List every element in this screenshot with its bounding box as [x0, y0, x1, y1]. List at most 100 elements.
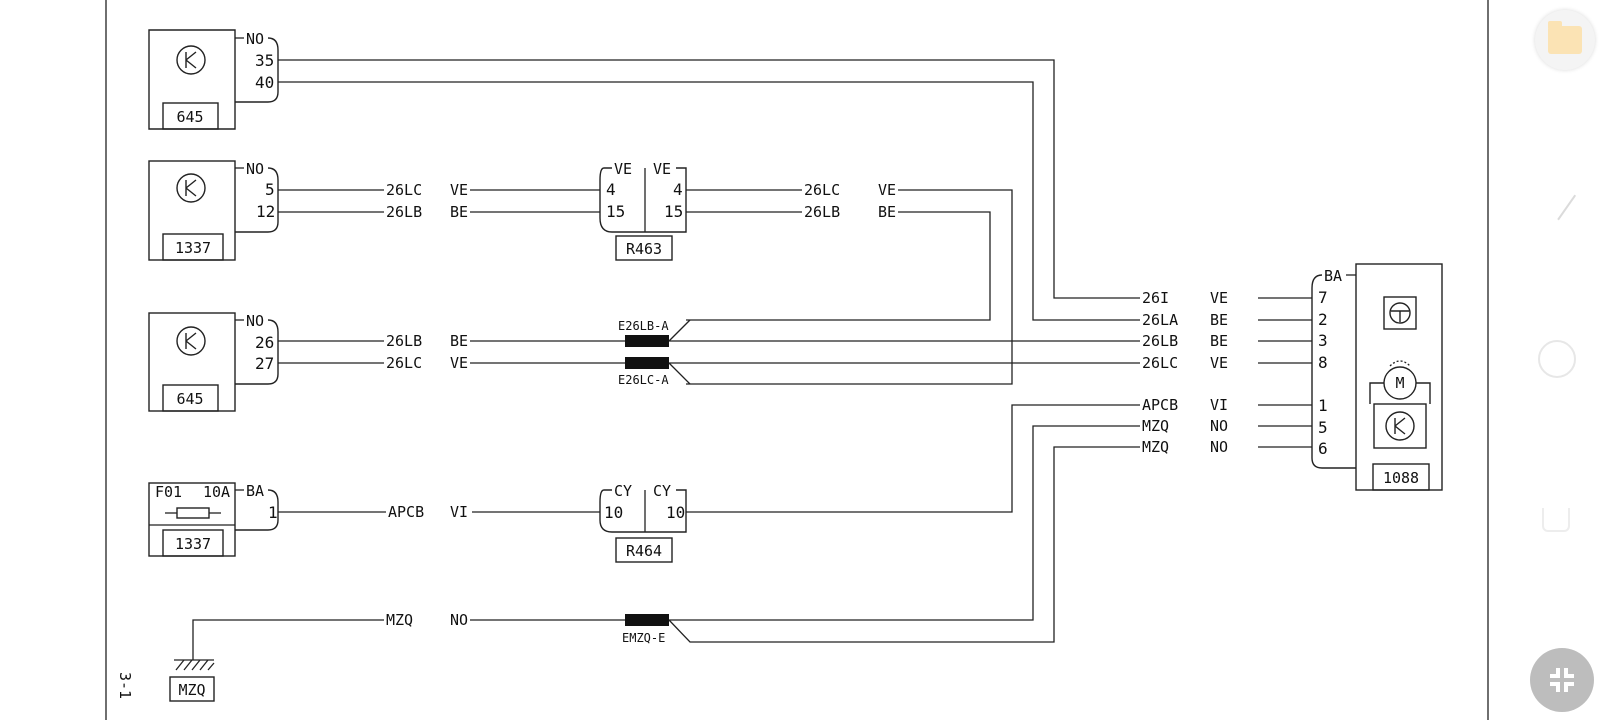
unit-pin-8: 8 — [1318, 353, 1328, 372]
r463-pr-4: 4 — [673, 180, 683, 199]
svg-text:VE: VE — [878, 181, 896, 199]
connector-c2: 1337 NO 5 12 — [148, 160, 279, 261]
svg-text:MZQ: MZQ — [386, 611, 413, 629]
r463-ref: R463 — [626, 240, 662, 258]
svg-text:BE: BE — [450, 203, 468, 221]
label-w-apcb-a: APCB VI — [386, 503, 472, 521]
svg-text:26LC: 26LC — [804, 181, 840, 199]
svg-text:VI: VI — [450, 503, 468, 521]
collapse-button[interactable] — [1530, 648, 1594, 712]
wire-c1-35 — [278, 59, 1312, 299]
svg-text:NO: NO — [450, 611, 468, 629]
folder-icon — [1548, 21, 1582, 54]
r464-right-color: CY — [653, 482, 671, 500]
svg-text:MZQ: MZQ — [1142, 438, 1169, 456]
svg-text:VE: VE — [1210, 354, 1228, 372]
unit-pin-6: 6 — [1318, 439, 1328, 458]
splice-label-e26lb-a: E26LB-A — [618, 319, 669, 333]
check-icon[interactable] — [1540, 185, 1570, 215]
motor-label: M — [1395, 374, 1404, 392]
c1-ref: 645 — [176, 108, 203, 126]
svg-text:MZQ: MZQ — [1142, 417, 1169, 435]
svg-text:APCB: APCB — [388, 503, 424, 521]
label-w26lc-a: 26LC VE — [384, 181, 470, 199]
svg-text:26LA: 26LA — [1142, 311, 1178, 329]
ground-symbol: MZQ — [169, 659, 215, 702]
c4-rating: 10A — [203, 483, 230, 501]
svg-text:BE: BE — [1210, 332, 1228, 350]
unit-wire-labels: 26I VE 26LA BE 26LB BE 26LC VE APCB VI M… — [1140, 289, 1258, 456]
c1-pin-35: 35 — [255, 51, 274, 70]
ground-ref: MZQ — [178, 681, 205, 699]
c4-head: BA — [246, 482, 264, 500]
c3-pin-26: 26 — [255, 333, 274, 352]
connector-r463: VE VE 4 15 4 15 R463 — [599, 160, 687, 261]
unit-pin-7: 7 — [1318, 288, 1328, 307]
svg-text:NO: NO — [1210, 438, 1228, 456]
c2-pin-12: 12 — [256, 202, 275, 221]
r463-pr-15: 15 — [664, 202, 683, 221]
svg-text:APCB: APCB — [1142, 396, 1178, 414]
label-w26lc-b: 26LC VE — [802, 181, 898, 199]
svg-text:BE: BE — [1210, 311, 1228, 329]
label-w26lc-c: 26LC VE — [384, 354, 470, 372]
svg-text:26LB: 26LB — [1142, 332, 1178, 350]
square-icon[interactable] — [1542, 508, 1570, 532]
svg-text:26LB: 26LB — [804, 203, 840, 221]
unit-ref: 1088 — [1383, 469, 1419, 487]
c2-pin-5: 5 — [265, 180, 275, 199]
folder-button[interactable] — [1535, 10, 1595, 70]
svg-text:BE: BE — [450, 332, 468, 350]
label-w26lb-b: 26LB BE — [802, 203, 898, 221]
svg-text:26LC: 26LC — [1142, 354, 1178, 372]
circle-icon[interactable] — [1538, 340, 1576, 378]
connector-c4: 1337 F01 10A BA 1 — [148, 482, 279, 557]
connector-r464: CY CY 10 10 R464 — [599, 482, 687, 563]
svg-text:VI: VI — [1210, 396, 1228, 414]
collapse-icon — [1550, 668, 1574, 692]
r463-right-color: VE — [653, 160, 671, 178]
c3-head: NO — [246, 312, 264, 330]
r463-pl-4: 4 — [606, 180, 616, 199]
r463-pl-15: 15 — [606, 202, 625, 221]
wire-mzq-ground — [192, 619, 625, 660]
label-w-mzq-a: MZQ NO — [384, 611, 470, 629]
wire-mzq-6 — [668, 446, 1312, 643]
r464-ref: R464 — [626, 542, 662, 560]
r463-left-color: VE — [614, 160, 632, 178]
svg-text:VE: VE — [450, 181, 468, 199]
unit-pin-3: 3 — [1318, 331, 1328, 350]
unit-pin-5: 5 — [1318, 418, 1328, 437]
splice-label-emzq-e: EMZQ-E — [622, 631, 665, 645]
c3-ref: 645 — [176, 390, 203, 408]
svg-text:26LB: 26LB — [386, 203, 422, 221]
unit-head: BA — [1324, 267, 1342, 285]
svg-text:NO: NO — [1210, 417, 1228, 435]
splice-e26lc-a — [625, 357, 669, 369]
r464-pr-10: 10 — [666, 503, 685, 522]
unit-1088: 1088 M BA 7 2 3 8 1 5 6 — [1311, 263, 1443, 491]
svg-text:VE: VE — [1210, 289, 1228, 307]
wire-c1-40 — [278, 81, 1312, 321]
splice-e26lb-a — [625, 335, 669, 347]
page-ref: 3-1 — [116, 672, 134, 699]
label-w26lb-a: 26LB BE — [384, 203, 470, 221]
c2-head: NO — [246, 160, 264, 178]
c1-head: NO — [246, 30, 264, 48]
connector-c3: 645 NO 26 27 — [148, 312, 279, 412]
c2-ref: 1337 — [175, 239, 211, 257]
connector-c1: 645 NO 35 40 — [148, 29, 279, 130]
r464-pl-10: 10 — [604, 503, 623, 522]
unit-pin-2: 2 — [1318, 310, 1328, 329]
svg-text:26LC: 26LC — [386, 354, 422, 372]
c4-ref: 1337 — [175, 535, 211, 553]
c1-pin-40: 40 — [255, 73, 274, 92]
splice-label-e26lc-a: E26LC-A — [618, 373, 669, 387]
svg-text:26I: 26I — [1142, 289, 1169, 307]
svg-text:VE: VE — [450, 354, 468, 372]
svg-text:BE: BE — [878, 203, 896, 221]
c4-pin-1: 1 — [268, 503, 278, 522]
svg-text:26LC: 26LC — [386, 181, 422, 199]
splice-emzq-e — [625, 614, 669, 626]
